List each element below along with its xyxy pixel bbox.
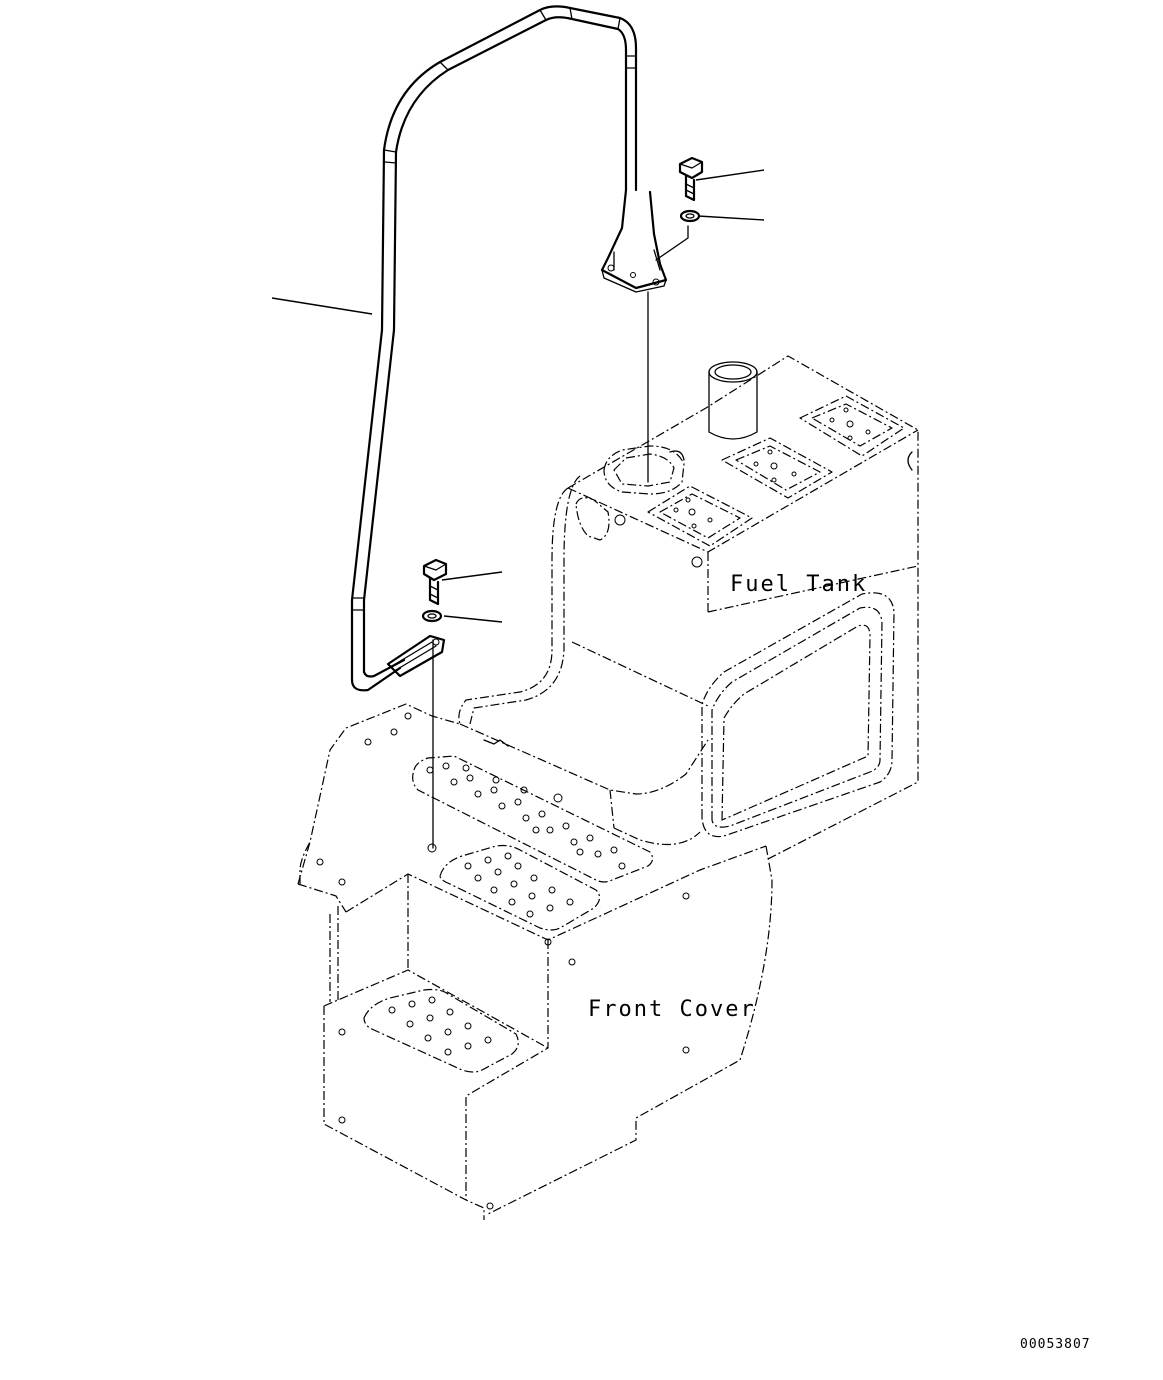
- floor-plate-top: [412, 755, 654, 883]
- front-cover: Front Cover: [297, 703, 773, 1220]
- upper-post-base: [600, 188, 668, 293]
- upper-washer-icon: [679, 209, 701, 223]
- handrail: [350, 5, 668, 692]
- tank-cap: [603, 445, 685, 495]
- upper-bolt-icon: [678, 156, 704, 202]
- inspection-cover-2: [721, 437, 833, 499]
- mounting-axes: [432, 225, 689, 849]
- step-plate-upper: [439, 844, 601, 931]
- inspection-cover-3: [799, 395, 905, 457]
- lower-washer-icon: [421, 609, 443, 623]
- inspection-cover-1: [647, 485, 753, 547]
- lower-bolt-icon: [422, 558, 448, 606]
- fuel-tank-label: Fuel Tank: [730, 572, 867, 597]
- leader-lines: [271, 169, 765, 623]
- fuel-tank: Fuel Tank: [458, 355, 919, 861]
- step-plate-lower: [363, 988, 519, 1073]
- filler-neck: [708, 361, 758, 440]
- front-cover-label: Front Cover: [588, 997, 756, 1022]
- drawing-number: 00053807: [1020, 1337, 1091, 1352]
- lower-bracket: [386, 634, 446, 678]
